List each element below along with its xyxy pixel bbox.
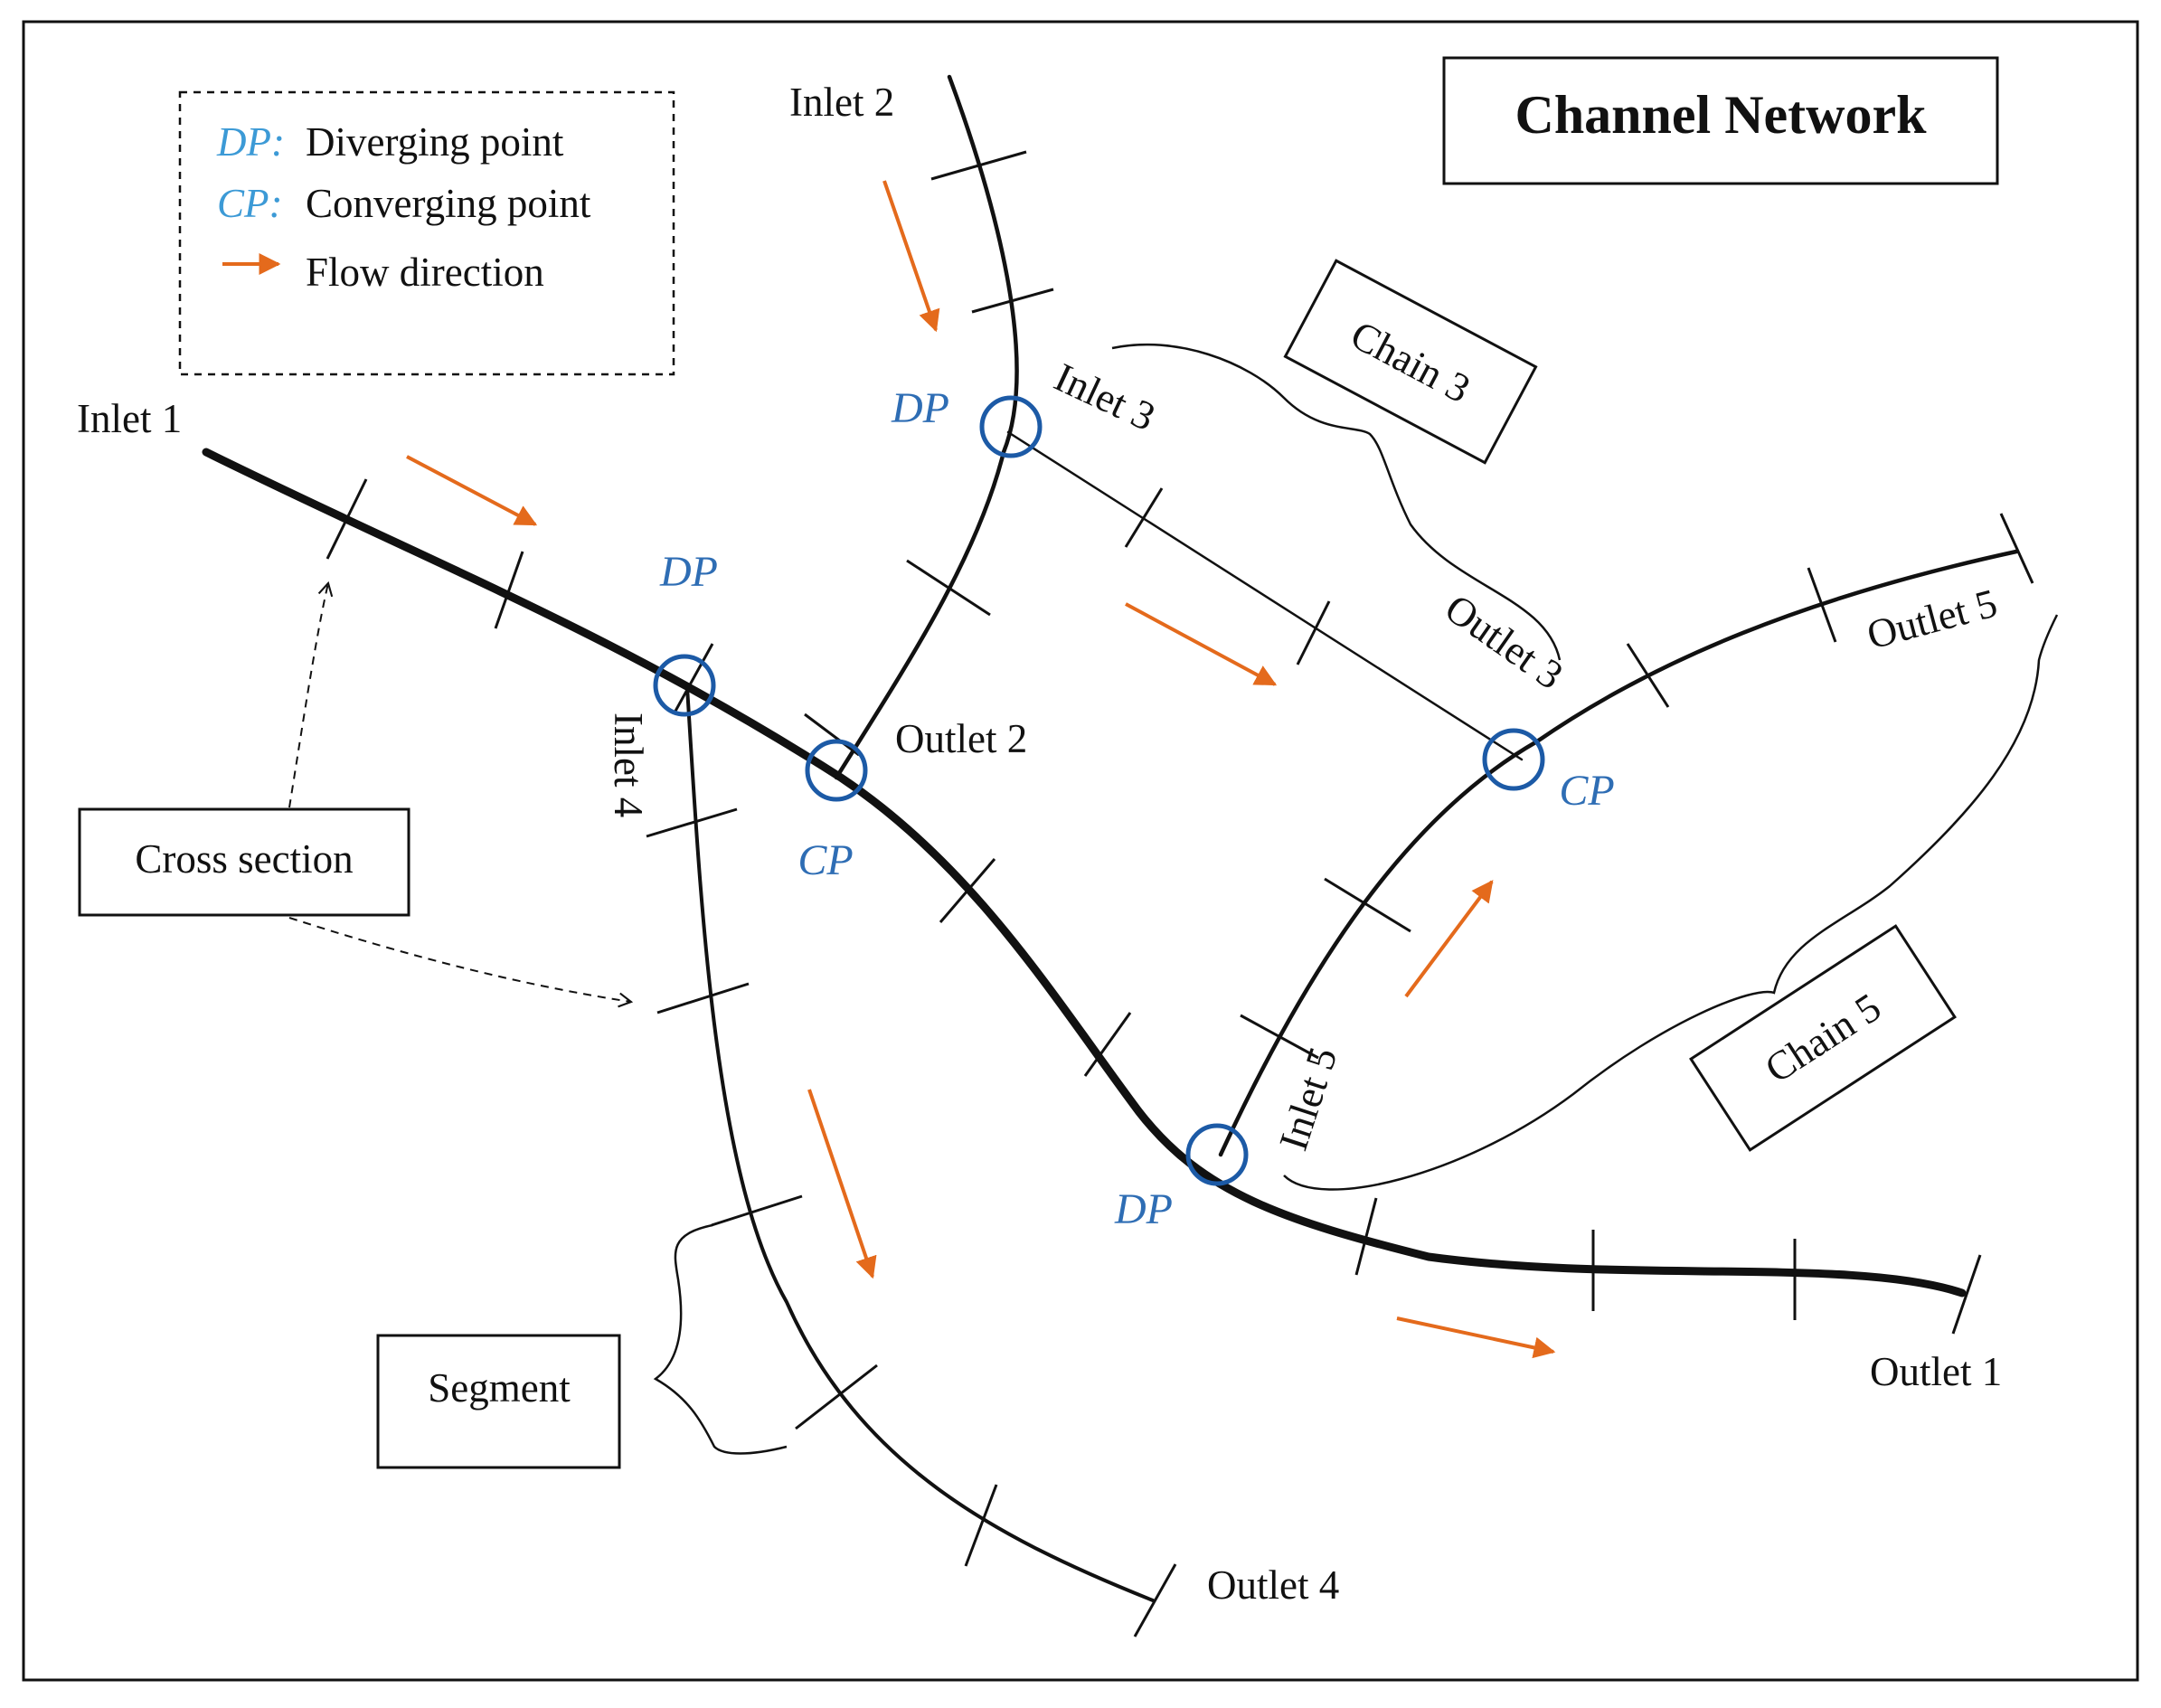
cross-section-tick <box>939 858 996 923</box>
cross-section-tick <box>795 1364 878 1430</box>
segment-label: Segment <box>428 1365 571 1411</box>
channel-inlet3 <box>1006 430 1524 761</box>
cross-section-tick <box>906 559 991 617</box>
dp-label-main: DP <box>659 548 718 596</box>
diverging-point-main <box>653 654 716 717</box>
cross-section-tick <box>964 1484 998 1567</box>
channel-inlet2 <box>834 74 1019 780</box>
label-outlet-3: Outlet 3 <box>1437 585 1571 698</box>
label-inlet-4: Inlet 4 <box>606 712 651 817</box>
legend-item-diverging: DP: Diverging point <box>216 119 564 165</box>
cross-section-tick <box>1951 1254 1982 1335</box>
dp-label-lower: DP <box>1114 1185 1173 1233</box>
flow-arrow-icon <box>406 455 538 526</box>
cross-section-tick <box>1083 1012 1132 1077</box>
cross-section-tick <box>1999 513 2034 584</box>
legend-key-cp: CP: <box>217 181 283 226</box>
flow-arrows <box>406 180 1556 1359</box>
cross-section-tick <box>1324 877 1411 933</box>
legend-key-dp: DP: <box>216 119 285 165</box>
diverging-point-lower <box>1185 1123 1249 1186</box>
cross-section-tick <box>804 712 860 757</box>
cross-section-tick <box>1240 1014 1319 1060</box>
cross-section-tick <box>656 982 750 1014</box>
label-outlet-1: Outlet 1 <box>1870 1349 2002 1394</box>
cross-section-label: Cross section <box>135 836 353 882</box>
cp-label-right: CP <box>1559 767 1614 815</box>
cross-section-pointer-upper <box>288 580 334 808</box>
cross-section-pointer-lower <box>288 917 634 1008</box>
cross-section-tick <box>1626 643 1670 708</box>
diverging-point-upper <box>979 395 1043 458</box>
label-inlet-2: Inlet 2 <box>789 80 894 125</box>
cross-section-tick <box>930 150 1027 181</box>
main-channel <box>202 448 1967 1298</box>
label-inlet-5: Inlet 5 <box>1270 1042 1345 1156</box>
cross-sections <box>326 150 2034 1637</box>
cross-section-tick <box>672 643 714 715</box>
flow-arrow-icon <box>882 180 940 333</box>
chain5-brace <box>1283 614 2059 1191</box>
flow-arrow-icon <box>1396 1316 1556 1359</box>
segment-callout: Segment <box>376 1223 788 1469</box>
chain5-callout: Chain 5 <box>1283 614 2059 1191</box>
cross-section-tick <box>711 1194 803 1227</box>
cross-section-tick <box>646 807 738 838</box>
legend-item-converging: CP: Converging point <box>217 181 591 226</box>
flow-arrow-icon <box>1125 602 1278 686</box>
label-outlet-2: Outlet 2 <box>895 716 1027 761</box>
label-inlet-1: Inlet 1 <box>77 396 182 441</box>
cross-section-tick <box>1354 1197 1378 1276</box>
cross-section-tick <box>1133 1563 1177 1637</box>
chain3-callout: Chain 3 <box>1111 259 1562 661</box>
legend-text-dp: Diverging point <box>306 119 564 165</box>
title-box: Channel Network <box>1442 56 1999 185</box>
diagram-title: Channel Network <box>1515 85 1927 145</box>
converging-point-right <box>1482 728 1545 791</box>
cross-section-callout: Cross section <box>78 580 634 1008</box>
label-outlet-5: Outlet 5 <box>1863 580 2002 658</box>
cross-section-tick <box>1296 600 1331 665</box>
converging-point-main <box>805 739 868 802</box>
legend-item-flow: Flow direction <box>222 250 544 295</box>
cp-label-main: CP <box>797 836 853 884</box>
chain3-brace <box>1111 343 1562 661</box>
legend-text-cp: Converging point <box>306 181 591 226</box>
nodes: DP DP DP CP CP <box>653 384 1615 1233</box>
legend: DP: Diverging point CP: Converging point… <box>178 90 675 376</box>
cross-section-tick <box>1124 487 1164 548</box>
cross-section-tick <box>1807 567 1837 643</box>
channel-inlet4 <box>685 685 1155 1602</box>
label-outlet-4: Outlet 4 <box>1207 1562 1339 1608</box>
dp-label-upper: DP <box>891 384 949 432</box>
cross-section-tick <box>971 288 1054 314</box>
label-inlet-3: Inlet 3 <box>1048 354 1162 439</box>
segment-brace <box>653 1223 788 1455</box>
diagram-frame <box>22 20 2139 1682</box>
cross-section-tick <box>326 478 368 560</box>
legend-text-flow: Flow direction <box>306 250 544 295</box>
flow-arrow-icon <box>1404 880 1494 998</box>
flow-arrow-icon <box>807 1089 877 1279</box>
cross-section-tick <box>494 551 524 629</box>
